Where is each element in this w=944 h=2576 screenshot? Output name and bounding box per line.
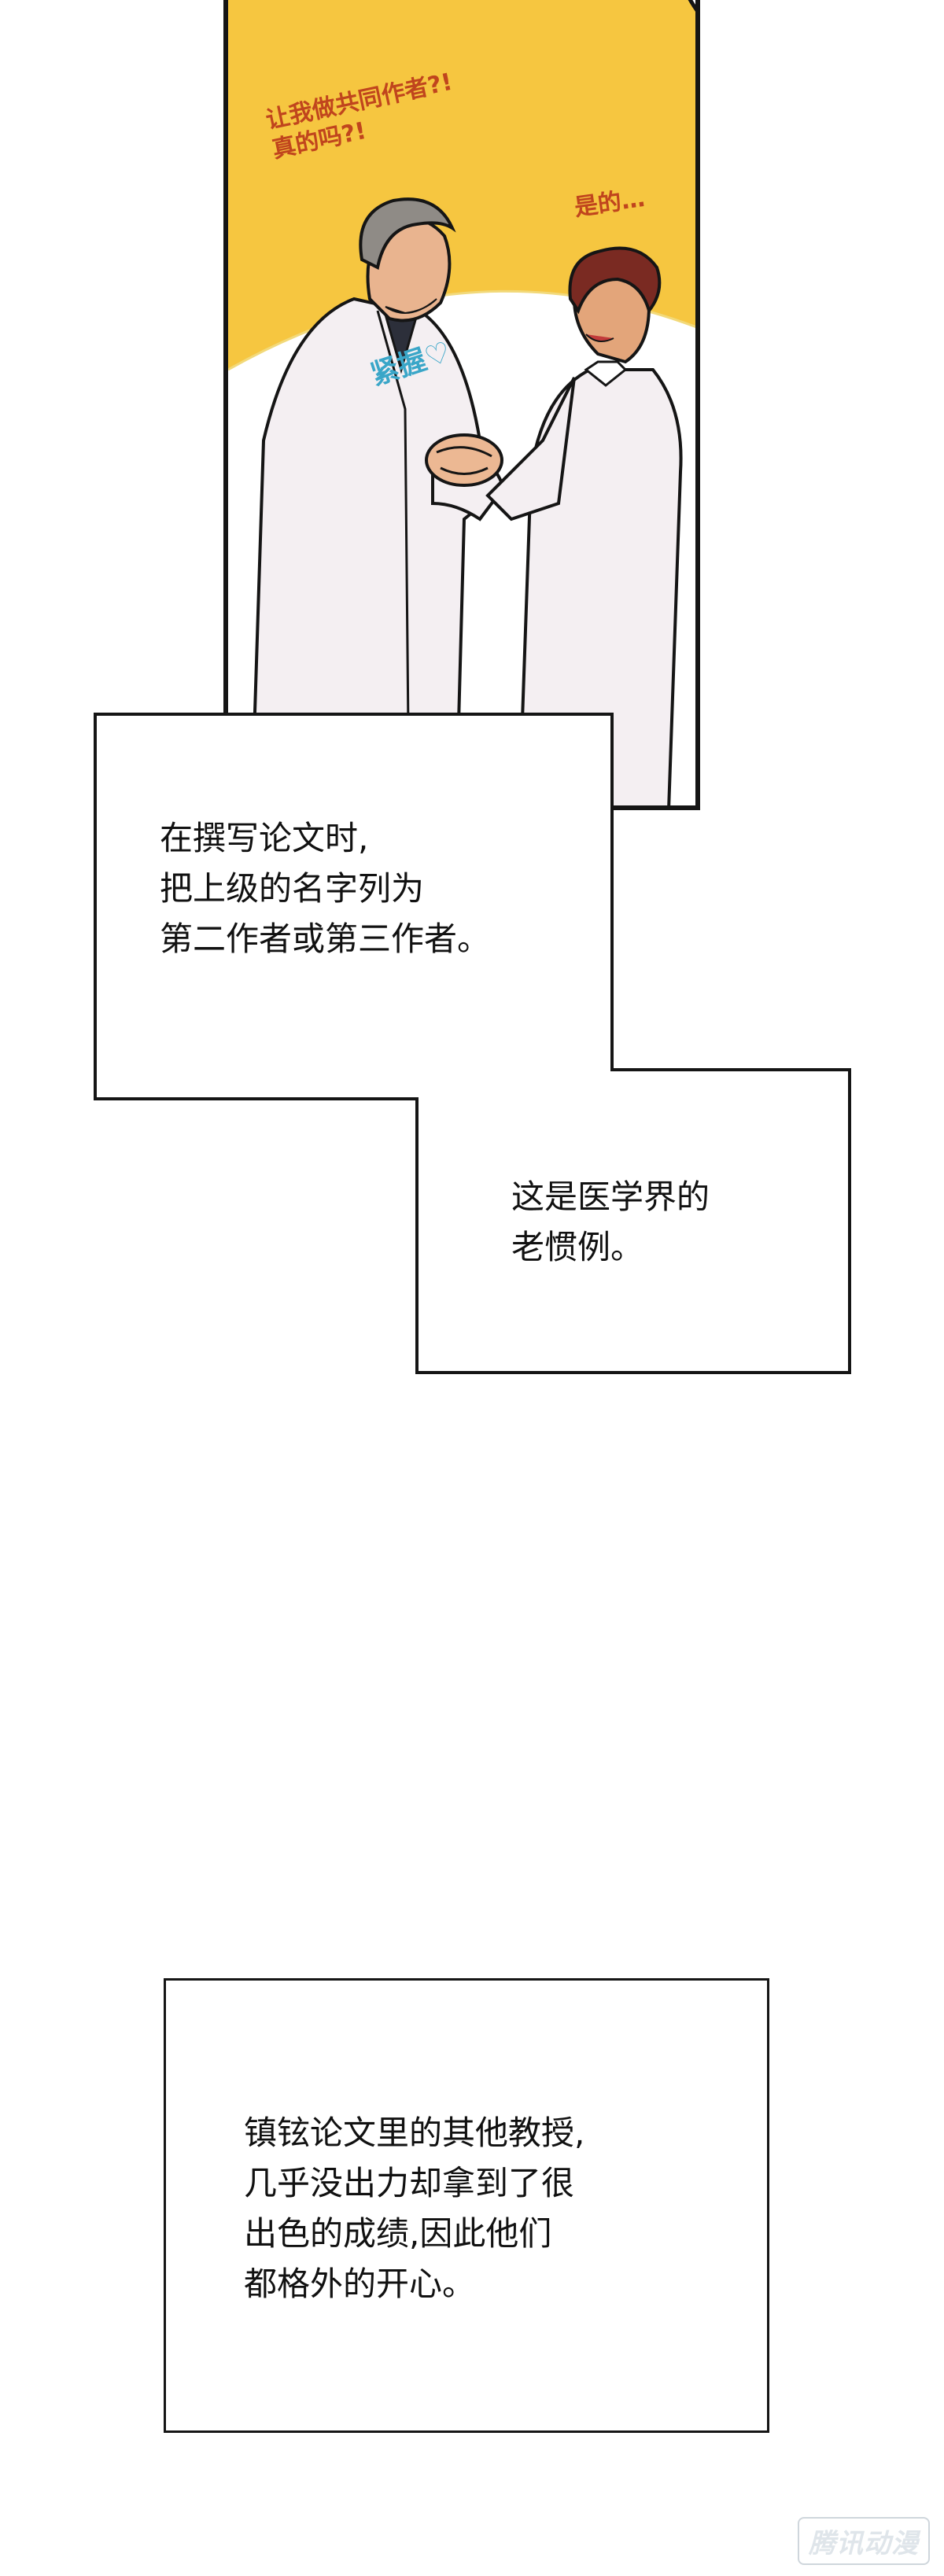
comic-panel: 让我做共同作者?! 真的吗?! 是的… 紧握♡ bbox=[223, 0, 700, 810]
younger-doctor-figure bbox=[485, 246, 683, 805]
watermark-logo: 腾讯动漫 bbox=[798, 2517, 930, 2565]
caption-box-third bbox=[164, 1978, 769, 2433]
clasped-hands bbox=[425, 433, 503, 487]
handshake-illustration bbox=[228, 0, 695, 805]
caption-text-first: 在撰写论文时, 把上级的名字列为 第二作者或第三作者。 bbox=[160, 819, 491, 958]
caption-text-second: 这是医学界的 老惯例。 bbox=[511, 1177, 710, 1266]
caption-box-first-outline bbox=[94, 713, 851, 1374]
caption-text-third: 镇铉论文里的其他教授, 几乎没出力却拿到了很 出色的成绩,因此他们 都格外的开心… bbox=[244, 2113, 585, 2303]
older-doctor-figure bbox=[250, 197, 506, 805]
